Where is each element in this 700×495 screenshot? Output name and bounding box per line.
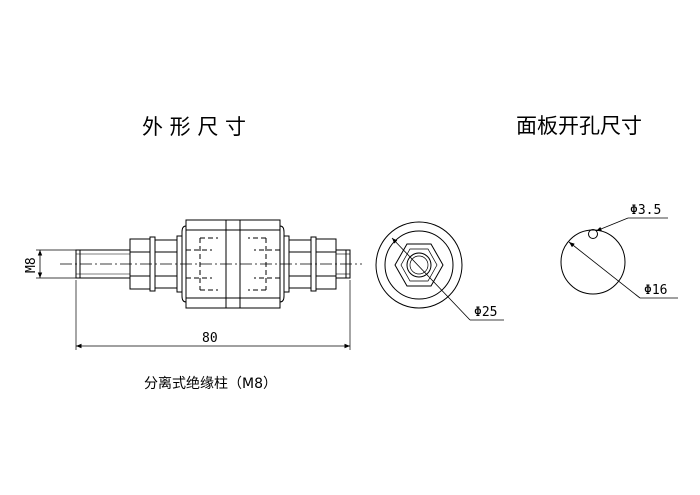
dimension-length: 80 bbox=[75, 280, 351, 350]
dimension-body-diameter: Φ25 bbox=[391, 237, 504, 321]
drawing-caption: 分离式绝缘柱（M8） bbox=[144, 375, 277, 392]
dimension-label-m8: M8 bbox=[24, 257, 39, 273]
dimension-label-phi3-5: Φ3.5 bbox=[630, 203, 661, 218]
title-panel-cutout: 面板开孔尺寸 bbox=[516, 114, 642, 138]
title-external-dimensions: 外 形 尺 寸 bbox=[142, 115, 246, 139]
dimension-m8: M8 bbox=[24, 249, 76, 279]
dimension-label-phi16: Φ16 bbox=[644, 283, 667, 298]
side-view bbox=[60, 219, 362, 309]
left-threaded-stud bbox=[75, 249, 131, 279]
dimension-label-length: 80 bbox=[202, 331, 218, 346]
dimension-hole-large: Φ16 bbox=[568, 241, 678, 299]
dimension-hole-small: Φ3.5 bbox=[595, 203, 668, 232]
panel-cutout-view bbox=[560, 229, 626, 295]
dimension-label-phi25: Φ25 bbox=[474, 305, 497, 320]
right-threaded-stud bbox=[335, 249, 351, 279]
right-nut-assembly bbox=[283, 235, 337, 293]
end-view bbox=[375, 221, 463, 309]
